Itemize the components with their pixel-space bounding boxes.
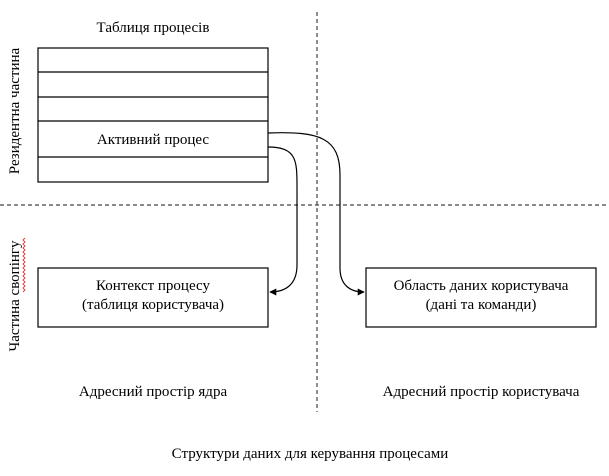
active-to-user-data-arrow xyxy=(267,132,365,296)
process-context-line2: (таблиця користувача) xyxy=(82,297,224,313)
resident-part-label: Резидентна частина xyxy=(7,47,23,174)
process-table-frame xyxy=(37,47,269,183)
process-context-box: Контекст процесу (таблиця користувача) xyxy=(37,267,269,328)
process-table: Активний процес xyxy=(37,47,269,183)
process-context-frame xyxy=(37,267,269,328)
user-address-space-label: Адресний простір користувача xyxy=(383,384,580,400)
process-table-title: Таблиця процесів xyxy=(97,20,210,36)
user-data-area-box: Область даних користувача (дані та коман… xyxy=(365,267,597,328)
swappable-part-label: Частина свопінгу xyxy=(7,240,23,352)
user-data-area-frame xyxy=(365,267,597,328)
active-to-context-arrow xyxy=(267,146,298,296)
process-context-line1: Контекст процесу xyxy=(96,278,210,294)
active-process-row-label: Активний процес xyxy=(97,132,210,148)
spellcheck-squiggle xyxy=(22,237,26,293)
figure-caption: Структури даних для керування процесами xyxy=(172,446,449,462)
user-data-area-line1: Область даних користувача xyxy=(394,278,569,294)
kernel-address-space-label: Адресний простір ядра xyxy=(79,384,228,400)
user-data-area-line2: (дані та команди) xyxy=(426,297,537,313)
